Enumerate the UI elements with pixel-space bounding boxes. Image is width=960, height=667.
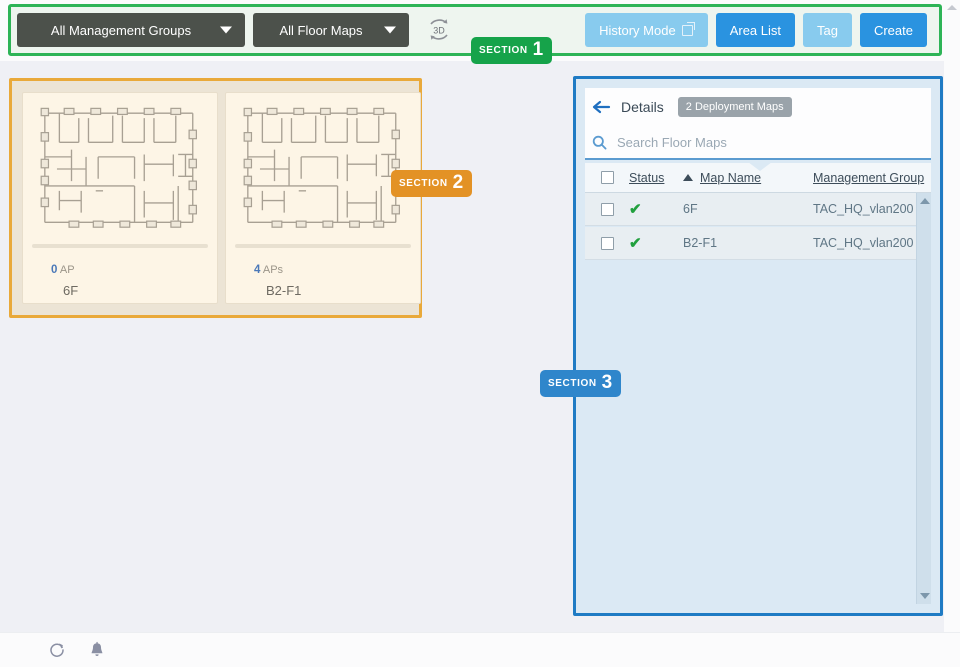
card-ap-label: AP bbox=[59, 264, 75, 276]
column-header-map-name-label: Map Name bbox=[700, 170, 762, 185]
table-header-row: Status Map Name Management Group bbox=[585, 162, 931, 193]
external-link-icon bbox=[681, 22, 695, 36]
section-badge-word: SECTION bbox=[399, 178, 448, 189]
card-ap-number: 0 bbox=[51, 264, 58, 276]
sorted-column-notch-icon bbox=[748, 162, 772, 171]
status-badge: ✔ bbox=[629, 201, 642, 218]
status-badge: ✔ bbox=[629, 235, 642, 252]
column-header-status[interactable]: Status bbox=[629, 170, 665, 185]
chevron-down-icon bbox=[220, 26, 232, 34]
floor-plan-thumbnail bbox=[226, 101, 420, 237]
card-ap-count: 0 AP bbox=[51, 264, 75, 276]
section-badge-1: SECTION 1 bbox=[471, 37, 553, 64]
card-ap-label: APs bbox=[262, 264, 284, 276]
scroll-up-arrow-icon[interactable] bbox=[920, 198, 930, 204]
cell-management-group: TAC_HQ_vlan200 bbox=[813, 236, 914, 250]
column-header-management-group[interactable]: Management Group bbox=[813, 170, 925, 185]
search-floor-maps-container bbox=[585, 126, 931, 160]
row-checkbox[interactable] bbox=[600, 236, 614, 250]
search-input[interactable] bbox=[617, 134, 923, 150]
create-button[interactable]: Create bbox=[859, 13, 927, 47]
column-header-map-name[interactable]: Map Name bbox=[683, 171, 813, 185]
row-checkbox-cell bbox=[585, 236, 629, 250]
top-toolbar: All Management Groups All Floor Maps 3D … bbox=[8, 4, 942, 56]
details-panel: Details 2 Deployment Maps Status Map Nam… bbox=[573, 76, 943, 616]
section-badge-2: SECTION 2 bbox=[391, 170, 473, 197]
section-badge-word: SECTION bbox=[548, 378, 597, 389]
management-group-filter-label: All Management Groups bbox=[50, 22, 192, 38]
deployment-maps-chip: 2 Deployment Maps bbox=[677, 97, 792, 117]
row-checkbox[interactable] bbox=[600, 202, 614, 216]
search-icon bbox=[592, 135, 607, 149]
row-checkbox-cell bbox=[585, 202, 629, 216]
floor-map-thumbnails-panel: 0 AP 6F bbox=[9, 78, 422, 318]
floor-plan-thumbnail bbox=[23, 101, 217, 237]
management-group-filter-dropdown[interactable]: All Management Groups bbox=[17, 13, 245, 47]
scroll-down-arrow-icon[interactable] bbox=[920, 593, 930, 599]
bell-icon[interactable] bbox=[88, 641, 106, 659]
card-map-name: B2-F1 bbox=[266, 283, 302, 298]
card-ap-number: 4 bbox=[254, 264, 261, 276]
card-divider bbox=[32, 244, 208, 248]
card-map-name: 6F bbox=[63, 283, 79, 298]
cell-map-name: 6F bbox=[683, 202, 698, 216]
details-panel-header: Details 2 Deployment Maps bbox=[585, 88, 931, 126]
tag-button[interactable]: Tag bbox=[803, 13, 852, 47]
section-badge-number: 1 bbox=[532, 39, 544, 60]
table-row[interactable]: ✔ B2-F1 TAC_HQ_vlan200 bbox=[585, 227, 931, 260]
floor-map-card[interactable]: 4 APs B2-F1 bbox=[225, 92, 421, 304]
details-list-scrollbar[interactable] bbox=[916, 193, 931, 604]
scroll-up-arrow-icon[interactable] bbox=[947, 5, 957, 10]
section-badge-number: 3 bbox=[601, 372, 613, 393]
select-all-checkbox[interactable] bbox=[600, 171, 614, 184]
card-divider bbox=[235, 244, 411, 248]
section-badge-3: SECTION 3 bbox=[540, 370, 622, 397]
cell-management-group: TAC_HQ_vlan200 bbox=[813, 202, 914, 216]
select-all-checkbox-cell bbox=[585, 171, 629, 184]
collapse-panel-icon[interactable] bbox=[591, 100, 611, 114]
sort-ascending-icon bbox=[683, 174, 693, 181]
bottom-status-bar bbox=[0, 632, 960, 667]
floor-map-filter-dropdown[interactable]: All Floor Maps bbox=[253, 13, 409, 47]
card-ap-count: 4 APs bbox=[254, 264, 283, 276]
floor-map-filter-label: All Floor Maps bbox=[279, 22, 363, 38]
details-title: Details bbox=[621, 99, 664, 115]
refresh-icon[interactable] bbox=[48, 641, 66, 659]
section-badge-word: SECTION bbox=[479, 45, 528, 56]
history-mode-label: History Mode bbox=[599, 22, 676, 38]
area-list-button[interactable]: Area List bbox=[715, 13, 795, 47]
toggle-3d-view-button[interactable]: 3D bbox=[421, 12, 457, 48]
chevron-down-icon bbox=[384, 26, 396, 34]
floor-map-card[interactable]: 0 AP 6F bbox=[22, 92, 218, 304]
cell-map-name: B2-F1 bbox=[683, 236, 718, 250]
svg-text:3D: 3D bbox=[433, 26, 445, 36]
history-mode-button[interactable]: History Mode bbox=[585, 13, 708, 47]
toolbar-actions: History Mode Area List Tag Create bbox=[585, 13, 927, 47]
rotate-3d-icon: 3D bbox=[430, 19, 448, 40]
section-badge-number: 2 bbox=[452, 172, 464, 193]
page-scrollbar[interactable] bbox=[944, 0, 960, 632]
table-row[interactable]: ✔ 6F TAC_HQ_vlan200 bbox=[585, 193, 931, 226]
